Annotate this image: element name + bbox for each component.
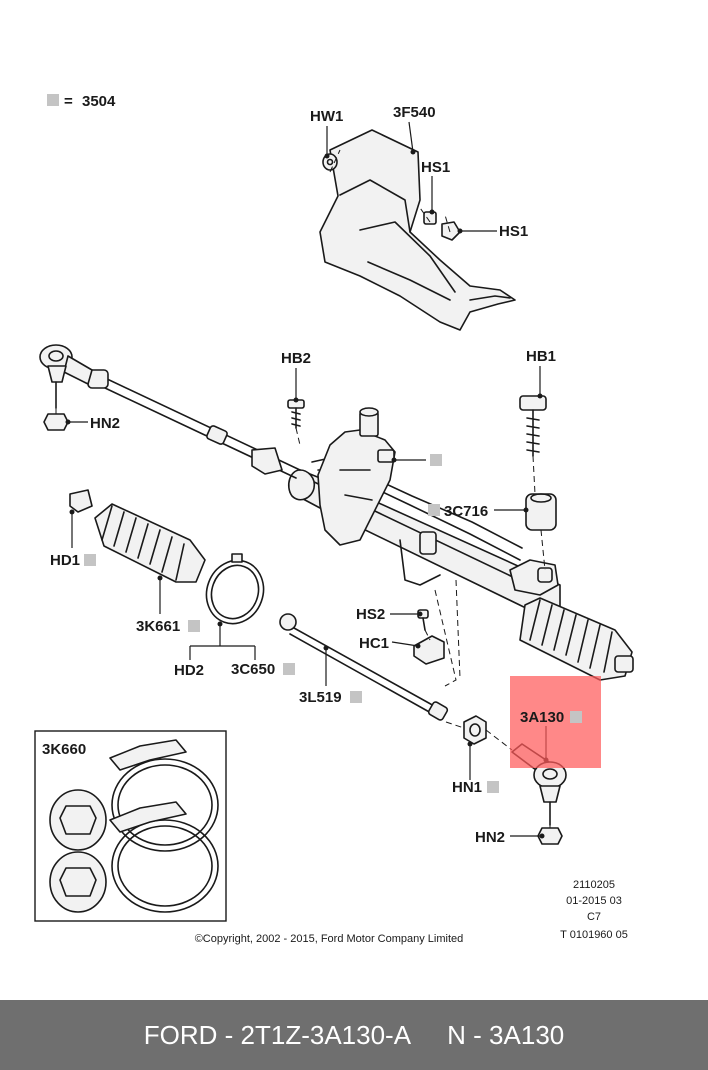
marker-3504-valve: [430, 454, 442, 466]
copyright: ©Copyright, 2002 - 2015, Ford Motor Comp…: [195, 933, 464, 945]
pinion-valve-body: [317, 407, 396, 546]
label-hc1: HC1: [359, 635, 389, 652]
label-hs1-b: HS1: [499, 223, 528, 240]
brand-part-number: FORD - 2T1Z-3A130-A: [143, 1019, 412, 1050]
heat-shield-3f540: [319, 129, 516, 331]
rack-mount-bracket: [509, 559, 559, 596]
nut-hn1: [463, 715, 487, 745]
label-hb1: HB1: [526, 348, 556, 365]
label-hn2-bottom: HN2: [475, 829, 505, 846]
label-3c716: 3C716: [444, 503, 488, 520]
inset-clamp-ring-upper: [109, 739, 219, 852]
part-number-banner: FORD - 2T1Z-3A130-A N - 3A130: [0, 1000, 708, 1070]
info-line-2: 01-2015 03: [566, 895, 622, 907]
nut-hn2-top: [43, 413, 69, 431]
clamp-hd1: [69, 489, 93, 513]
label-hd1: HD1: [50, 552, 80, 569]
bolt-hs1-a: [423, 211, 437, 225]
info-line-1: 2110205: [573, 879, 615, 891]
label-hs1-a: HS1: [421, 159, 450, 176]
steering-rack-diagram: = 3504: [34, 93, 634, 945]
inset-grommet-upper: [49, 789, 107, 851]
reference-part-number: N - 3A130: [447, 1019, 565, 1050]
info-line-3: C7: [587, 911, 601, 923]
legend-value: 3504: [82, 93, 116, 110]
bolt-hs1-b: [441, 221, 461, 241]
assembly-lines: [55, 149, 551, 828]
label-hn2-top: HN2: [90, 415, 120, 432]
marker-3504-3c650: [283, 663, 295, 675]
banner-spacer: [411, 1020, 447, 1051]
label-hb2: HB2: [281, 350, 311, 367]
clip-hc1: [413, 635, 445, 665]
callout-labels: HW1 3F540 HS1 HS1 HB2 HB1 HN2 3C716 HD1 …: [50, 104, 556, 846]
label-hd2: HD2: [174, 662, 204, 679]
bushing-3c716: [525, 493, 557, 531]
inner-tie-rod-3l519: [279, 613, 449, 721]
clamp-ring-3c650: [205, 553, 265, 625]
label-3k661: 3K661: [136, 618, 180, 635]
bolt-hb1: [519, 395, 547, 457]
marker-3504-3a130: [570, 711, 582, 723]
boot-3k661: [94, 503, 206, 583]
info-block: 2110205 01-2015 03 C7 T 0101960 05: [560, 879, 628, 941]
label-hn1: HN1: [452, 779, 482, 796]
label-3l519: 3L519: [299, 689, 342, 706]
label-hw1: HW1: [310, 108, 343, 125]
rack-bellow-right: [519, 597, 634, 681]
inset-clamp-ring-lower: [109, 801, 219, 913]
marker-3504-hd1: [84, 554, 96, 566]
tie-rod-end-left: [39, 344, 93, 409]
marker-3504-3k661: [188, 620, 200, 632]
highlight-3a130: [510, 676, 601, 768]
legend-equals: =: [64, 93, 73, 110]
label-3f540: 3F540: [393, 104, 436, 121]
label-3a130: 3A130: [520, 709, 564, 726]
marker-3504-3c716: [428, 504, 440, 516]
label-hs2: HS2: [356, 606, 385, 623]
inset-title: 3K660: [42, 741, 86, 758]
marker-3504-hn1: [487, 781, 499, 793]
marker-3504-3l519: [350, 691, 362, 703]
bolt-hb2: [287, 399, 305, 429]
inset-3k660: 3K660: [34, 730, 227, 922]
info-line-4: T 0101960 05: [560, 929, 628, 941]
inset-grommet-lower: [49, 851, 107, 913]
legend: = 3504: [47, 93, 116, 110]
label-3c650: 3C650: [231, 661, 275, 678]
legend-square: [47, 94, 59, 106]
